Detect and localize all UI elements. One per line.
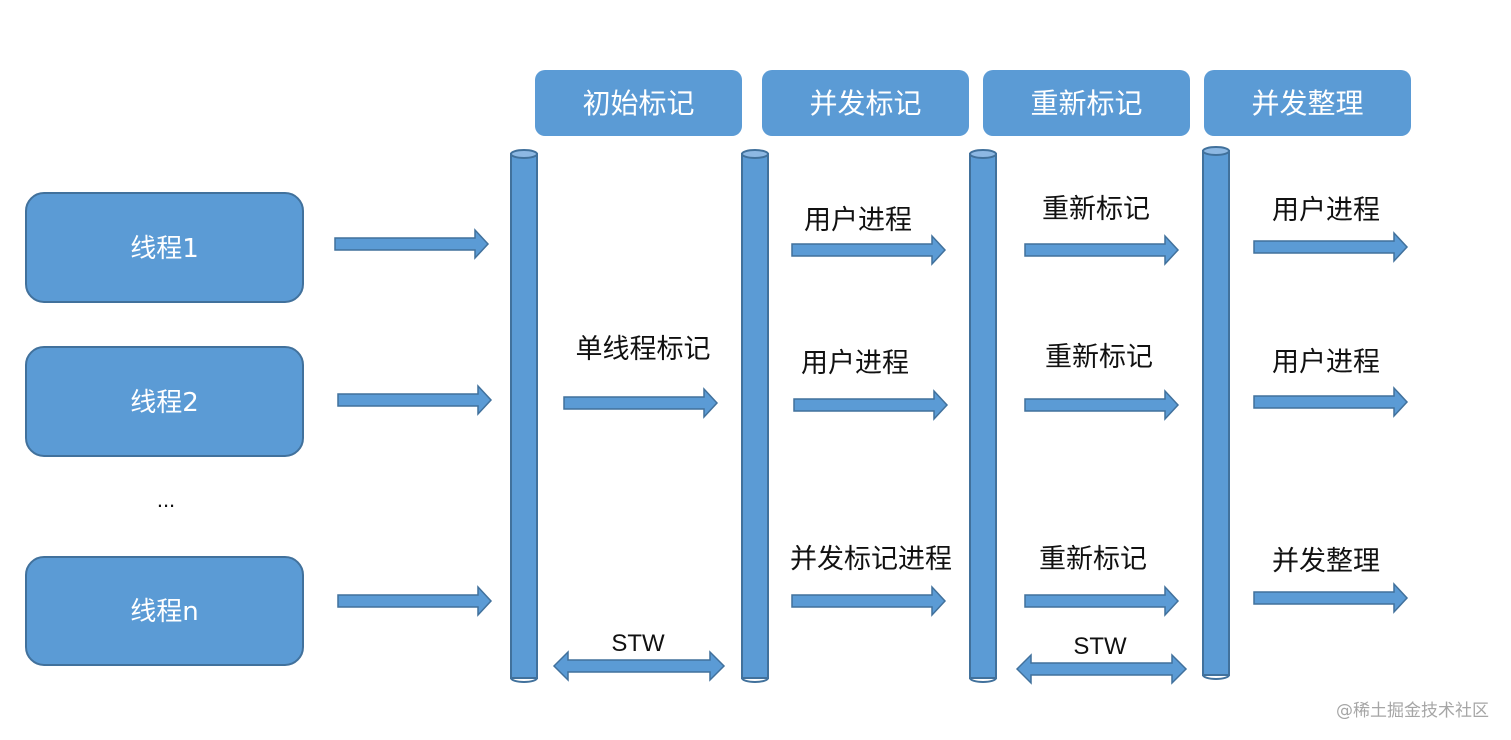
arrow-cm-row2 — [793, 389, 949, 421]
arrow-cm-row3 — [791, 585, 947, 617]
cm-row3-label: 并发标记进程 — [790, 544, 952, 575]
arrow-rm-row1 — [1024, 234, 1180, 266]
thread-ellipsis: ... — [157, 487, 175, 512]
arrow-thread2 — [337, 384, 493, 416]
phase-label: 并发标记 — [809, 87, 921, 120]
phase-box — [983, 70, 1190, 136]
phase-box — [535, 70, 742, 136]
thread-box — [25, 556, 304, 666]
thread-label: 线程1 — [130, 234, 199, 264]
arrow-cc-row3 — [1253, 582, 1409, 614]
flow-arrows — [334, 228, 1409, 685]
phase-concurrent-mark: 并发标记 — [762, 70, 969, 136]
phase-remark: 重新标记 — [983, 70, 1190, 136]
arrow-single-thread-mark — [563, 387, 719, 419]
stw-label-remark: STW — [1073, 633, 1127, 660]
stw-arrow-remark — [1015, 653, 1188, 685]
pillar-1 — [510, 149, 538, 683]
phase-label: 初始标记 — [582, 87, 694, 120]
cc-row3-label: 并发整理 — [1272, 546, 1380, 577]
pillar-4 — [1202, 146, 1230, 680]
arrow-cc-row1 — [1253, 231, 1409, 263]
rm-row2-label: 重新标记 — [1045, 342, 1153, 373]
thread-n: 线程n — [25, 556, 304, 666]
watermark: @稀土掘金技术社区 — [1336, 701, 1489, 721]
cm-row2-label: 用户进程 — [801, 348, 909, 379]
pillar-3 — [969, 149, 997, 683]
pillar-2 — [741, 149, 769, 683]
arrow-cc-row2 — [1253, 386, 1409, 418]
thread-box — [25, 192, 304, 303]
initial-mark-label: 单线程标记 — [576, 334, 711, 365]
thread-label: 线程n — [130, 597, 198, 627]
thread-boxes: 线程1 线程2 ... 线程n — [25, 192, 304, 666]
cm-row1-label: 用户进程 — [804, 205, 912, 236]
rm-row1-label: 重新标记 — [1042, 194, 1150, 225]
phase-headers: 初始标记 并发标记 重新标记 并发整理 — [535, 70, 1411, 136]
phase-box — [1204, 70, 1411, 136]
arrow-labels: 单线程标记 STW 用户进程 用户进程 并发标记进程 重新标记 重新标记 重新标… — [576, 194, 1381, 660]
thread-2: 线程2 — [25, 346, 304, 457]
cc-row1-label: 用户进程 — [1272, 195, 1380, 226]
arrow-threadn — [337, 585, 493, 617]
arrow-thread1 — [334, 228, 490, 260]
phase-label: 并发整理 — [1251, 87, 1363, 120]
phase-concurrent-compact: 并发整理 — [1204, 70, 1411, 136]
thread-1: 线程1 — [25, 192, 304, 303]
cc-row2-label: 用户进程 — [1272, 347, 1380, 378]
phase-initial-mark: 初始标记 — [535, 70, 742, 136]
rm-row3-label: 重新标记 — [1039, 544, 1147, 575]
phase-box — [762, 70, 969, 136]
arrow-rm-row3 — [1024, 585, 1180, 617]
arrow-cm-row1 — [791, 234, 947, 266]
phase-pillars — [510, 146, 1230, 683]
stw-arrow-initial — [552, 650, 726, 682]
phase-label: 重新标记 — [1030, 87, 1142, 120]
stw-label-initial: STW — [611, 630, 665, 657]
thread-box — [25, 346, 304, 457]
thread-label: 线程2 — [130, 388, 199, 418]
arrow-rm-row2 — [1024, 389, 1180, 421]
